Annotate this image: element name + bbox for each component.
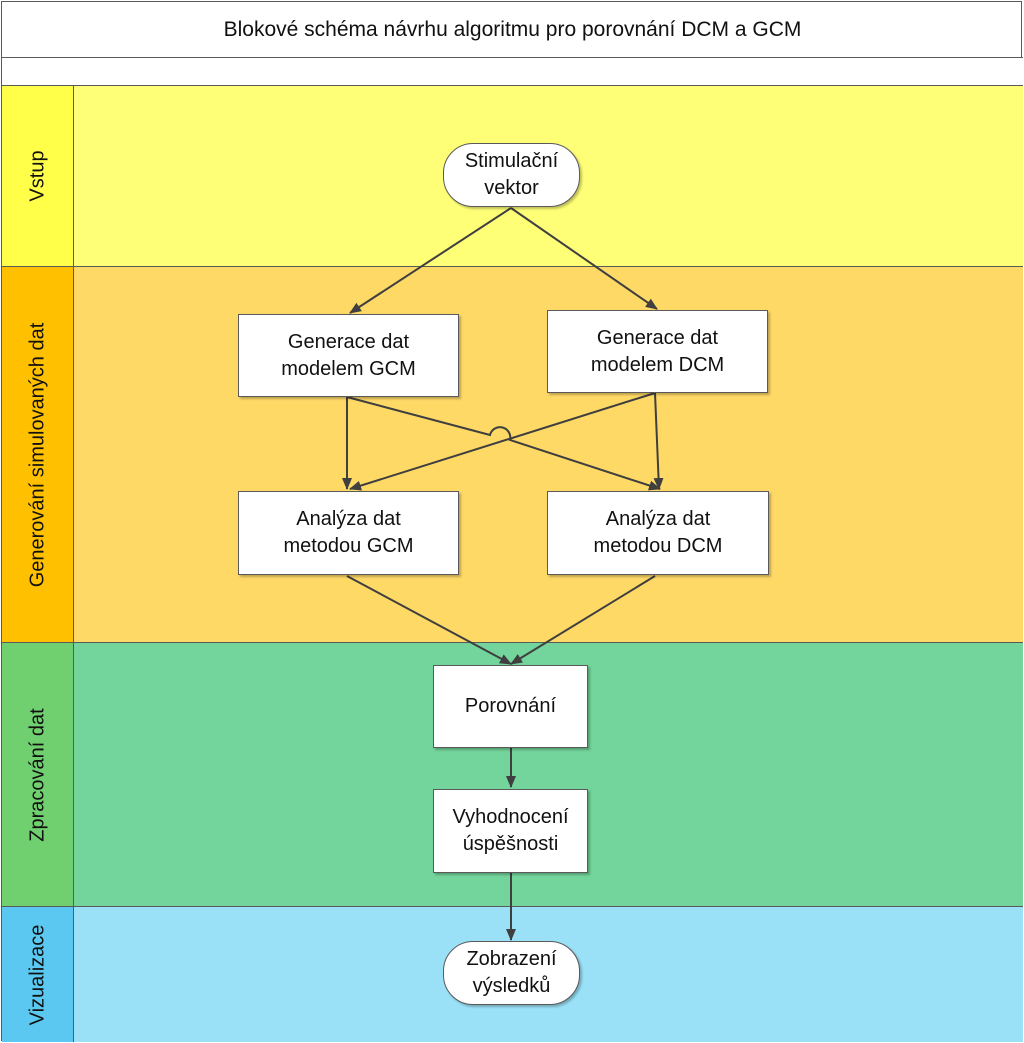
header-spacer (2, 58, 1023, 86)
node-text-line: modelem DCM (590, 353, 725, 376)
node-text-line: výsledků (472, 975, 551, 997)
lane-vstup: Vstup (2, 86, 1023, 267)
node-analyza-dcm: Analýza dat metodou DCM (547, 491, 769, 575)
diagram-title: Blokové schéma návrhu algoritmu pro poro… (2, 2, 1023, 58)
node-text-line: Analýza dat (605, 508, 711, 530)
node-zobrazeni-vysledku: Zobrazení výsledků (443, 941, 580, 1005)
connector-stim-to-gen-dcm (510, 207, 658, 310)
node-text-line: Generace dat (287, 330, 410, 353)
node-text-line: modelem GCM (281, 357, 416, 380)
lane-generovani: Generování simulovaných dat (2, 267, 1023, 643)
node-vyhodnoceni: Vyhodnocení úspěšnosti (433, 789, 588, 873)
node-text-line: Zobrazení (466, 948, 557, 970)
node-text-line: metodou DCM (593, 535, 723, 557)
node-text-line: úspěšnosti (462, 833, 559, 855)
node-text-line: Generace dat (596, 326, 719, 349)
connector-an-dcm-to-porovnani (510, 575, 656, 665)
node-text-line: Stimulační (464, 150, 559, 172)
node-porovnani: Porovnání (433, 665, 588, 748)
node-text-line: Porovnání (464, 695, 557, 717)
node-stimulacni-vektor: Stimulační vektor (443, 143, 580, 207)
node-generace-gcm: Generace dat modelem GCM (238, 314, 459, 397)
node-analyza-gcm: Analýza dat metodou GCM (238, 491, 459, 575)
lane-header-vizualizace: Vizualizace (2, 907, 74, 1042)
connector-stim-to-gen-gcm (349, 207, 512, 314)
lane-header-vstup: Vstup (2, 86, 74, 266)
connector-an-gcm-to-porovnani (346, 575, 512, 665)
lane-header-zpracovani: Zpracování dat (2, 643, 74, 906)
node-text-line: Analýza dat (296, 508, 401, 530)
node-text-line: vektor (484, 177, 539, 199)
lane-header-generovani: Generování simulovaných dat (2, 267, 74, 642)
connector-gen-dcm-to-an-dcm (653, 392, 664, 490)
node-text-line: Vyhodnocení (452, 806, 569, 828)
node-text-line: metodou GCM (283, 535, 414, 557)
connector-gen-dcm-to-an-gcm (349, 392, 656, 491)
node-generace-dcm: Generace dat modelem DCM (547, 310, 768, 393)
